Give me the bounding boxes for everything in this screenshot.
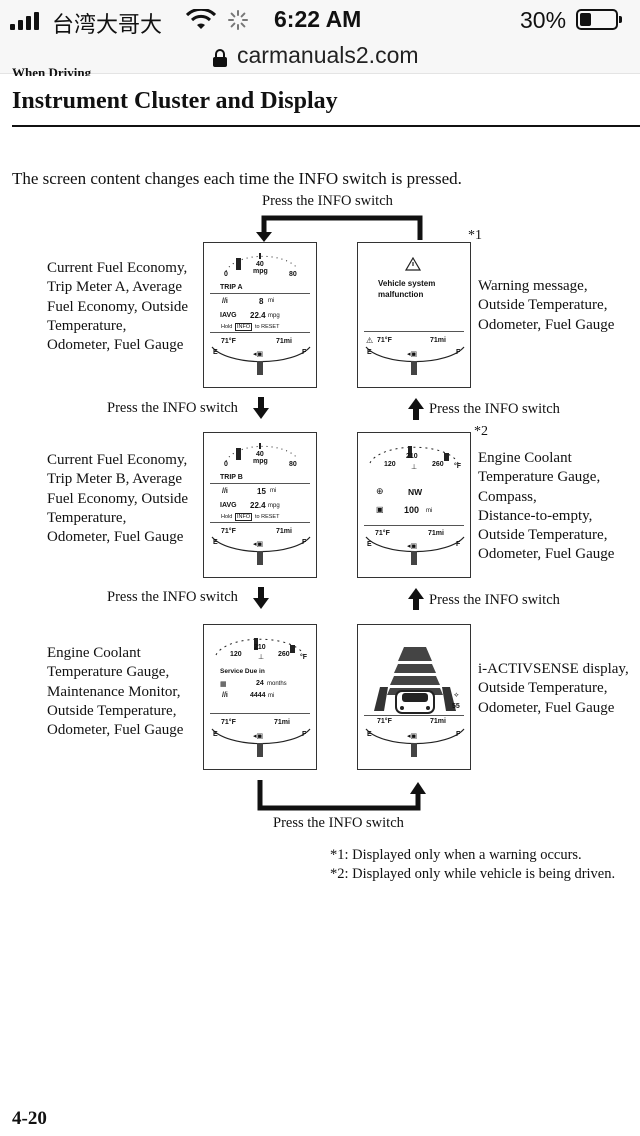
section-label: When Driving (12, 65, 92, 76)
label-warning: Warning message,Outside Temperature,Odom… (478, 278, 615, 333)
clock: 6:22 AM (274, 6, 362, 32)
fuel-pump-icon: ◂▣ (253, 733, 264, 740)
fuel-pump-icon: ◂▣ (407, 733, 418, 740)
fuel-pump-icon: ◂▣ (253, 351, 264, 358)
battery-icon (576, 9, 622, 30)
footnote-1: *1: Displayed only when a warning occurs… (330, 847, 582, 863)
marker-1: *1 (468, 228, 482, 243)
screen-warning: Vehicle system malfunction ⚠ 71°F 71mi E… (357, 242, 471, 388)
screen-compass: 120 210 260 °F ⊥ ⊕ NW ▣ 100 mi 71°F 71mi… (357, 432, 471, 578)
carrier-name: 台湾大哥大 (52, 12, 163, 37)
calendar-icon: ▦ (220, 681, 227, 688)
speed-limit-icon: ⟡ (454, 692, 459, 699)
top-loop-arrow (256, 215, 423, 242)
press-label-left-2: Press the INFO switch (107, 589, 238, 605)
down-arrow-2 (253, 587, 269, 609)
trip-icon: //i (222, 298, 228, 305)
warning-triangle-icon (405, 257, 421, 271)
coolant-temp-icon: ⊥ (411, 464, 418, 471)
lane-display (365, 647, 465, 757)
marker-2: *2 (474, 424, 488, 439)
bottom-loop-arrow (257, 780, 426, 811)
loading-spinner-icon (228, 10, 248, 30)
coolant-temp-icon: ⊥ (258, 654, 265, 661)
screen-trip-a: 0 40 80 mpg TRIP A //i 8 mi IAVG 22.4 mp… (203, 242, 317, 388)
label-trip-a: Current Fuel Economy,Trip Meter A, Avera… (47, 260, 189, 354)
odometer-icon: //i (222, 692, 228, 699)
fuel-economy-gauge (211, 253, 311, 375)
fuel-economy-gauge (211, 443, 311, 565)
fuel-pump-icon: ◂▣ (407, 543, 418, 550)
battery-percent: 30% (520, 7, 567, 33)
label-trip-b: Current Fuel Economy,Trip Meter B, Avera… (47, 452, 189, 546)
press-label-left-1: Press the INFO switch (107, 400, 238, 416)
lock-icon (213, 49, 227, 67)
press-label-right-2: Press the INFO switch (429, 592, 560, 608)
press-label-right-1: Press the INFO switch (429, 401, 560, 417)
footnote-2: *2: Displayed only while vehicle is bein… (330, 866, 616, 882)
label-iactivsense: i-ACTIVSENSE display,Outside Temperature… (478, 661, 629, 716)
press-label-bottom: Press the INFO switch (273, 815, 404, 831)
fuel-pump-icon: ◂▣ (407, 351, 418, 358)
screen-maintenance: 120 210 260 °F ⊥ Service Due in ▦ 24 mon… (203, 624, 317, 770)
fuel-pump-icon: ▣ (376, 505, 384, 514)
coolant-gauge (211, 638, 311, 757)
press-label-top: Press the INFO switch (262, 193, 393, 209)
page-title: Instrument Cluster and Display (12, 88, 338, 114)
up-arrow-1 (408, 398, 424, 420)
down-arrow-1 (253, 397, 269, 419)
title-rule (12, 125, 640, 127)
small-warning-icon: ⚠ (366, 336, 374, 345)
screen-iactivsense: ⟡ 55 71°F 71mi E F ◂▣ (357, 624, 471, 770)
signal-strength-icon (10, 12, 39, 30)
wifi-icon (186, 9, 216, 29)
trip-icon: //i (222, 488, 228, 495)
url-text[interactable]: carmanuals2.com (237, 42, 419, 68)
compass-icon: ⊕ (376, 486, 384, 496)
fuel-pump-icon: ◂▣ (253, 541, 264, 548)
intro-text: The screen content changes each time the… (12, 169, 462, 188)
status-bar: 台湾大哥大 6:22 AM 30% (0, 0, 640, 40)
address-bar[interactable]: carmanuals2.com (0, 40, 640, 74)
coolant-gauge (365, 446, 465, 565)
up-arrow-2 (408, 588, 424, 610)
screen-trip-b: 0 40 80 mpg TRIP B //i 15 mi IAVG 22.4 m… (203, 432, 317, 578)
page-number: 4-20 (12, 1108, 47, 1129)
